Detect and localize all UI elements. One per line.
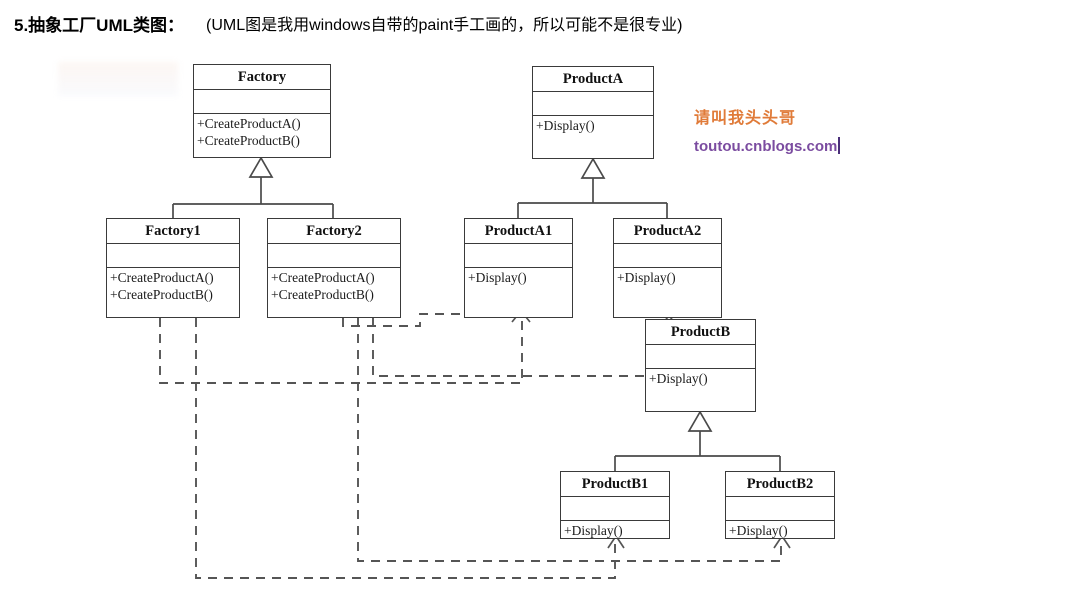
uml-attributes-compartment (533, 92, 653, 116)
uml-operations-compartment: +Display() (726, 521, 834, 540)
scan-artifact (58, 62, 178, 96)
uml-attributes-compartment (646, 345, 755, 369)
uml-class-name: Factory2 (268, 219, 400, 244)
uml-operation: +Display() (617, 270, 676, 285)
generalization-productA (517, 157, 668, 218)
uml-diagram-canvas: Factory +CreateProductA() +CreateProduct… (0, 46, 1088, 607)
uml-operation: +Display() (729, 523, 788, 538)
uml-operation: +CreateProductB() (110, 287, 213, 302)
uml-operation: +Display() (649, 371, 708, 386)
uml-class-name: ProductB2 (726, 472, 834, 497)
uml-operation: +Display() (536, 118, 595, 133)
uml-operation: +CreateProductB() (271, 287, 374, 302)
uml-class-factory2[interactable]: Factory2 +CreateProductA() +CreateProduc… (267, 218, 401, 318)
uml-class-productb2[interactable]: ProductB2 +Display() (725, 471, 835, 539)
page-title: 5.抽象工厂UML类图： (14, 15, 184, 35)
uml-class-name: Factory1 (107, 219, 239, 244)
uml-class-name: ProductB (646, 320, 755, 345)
uml-class-name: ProductA (533, 67, 653, 92)
uml-attributes-compartment (726, 497, 834, 521)
watermark-url: toutou.cnblogs.com (694, 137, 841, 155)
generalization-factory (172, 156, 334, 218)
uml-operation: +Display() (564, 523, 623, 538)
uml-attributes-compartment (614, 244, 721, 268)
uml-operations-compartment: +CreateProductA() +CreateProductB() (107, 268, 239, 304)
watermark-nickname: 请叫我头头哥 (694, 110, 797, 127)
page-header: 5.抽象工厂UML类图： (UML图是我用windows自带的paint手工画的… (0, 0, 1088, 46)
dependency-factory1-productA1 (159, 318, 523, 384)
dependency-factory2-productA1 (342, 313, 519, 327)
uml-operations-compartment: +CreateProductA() +CreateProductB() (194, 114, 330, 150)
uml-attributes-compartment (107, 244, 239, 268)
uml-attributes-compartment (561, 497, 669, 521)
uml-class-producta[interactable]: ProductA +Display() (532, 66, 654, 159)
uml-class-name: ProductB1 (561, 472, 669, 497)
watermark-url-text: toutou.cnblogs.com (694, 138, 838, 155)
uml-attributes-compartment (268, 244, 400, 268)
uml-operation: +CreateProductA() (271, 270, 375, 285)
uml-class-factory1[interactable]: Factory1 +CreateProductA() +CreateProduc… (106, 218, 240, 318)
uml-operations-compartment: +Display() (614, 268, 721, 287)
dependency-factory1-productB1 (195, 318, 616, 579)
uml-operations-compartment: +Display() (533, 116, 653, 135)
uml-attributes-compartment (465, 244, 572, 268)
generalization-productB (614, 410, 781, 471)
uml-class-productb1[interactable]: ProductB1 +Display() (560, 471, 670, 539)
page-subtitle-note: (UML图是我用windows自带的paint手工画的，所以可能不是很专业) (206, 17, 683, 34)
text-caret (838, 137, 841, 154)
uml-class-name: ProductA1 (465, 219, 572, 244)
uml-operations-compartment: +Display() (465, 268, 572, 287)
watermark: 请叫我头头哥 toutou.cnblogs.com (694, 104, 841, 155)
uml-class-factory[interactable]: Factory +CreateProductA() +CreateProduct… (193, 64, 331, 158)
uml-class-producta2[interactable]: ProductA2 +Display() (613, 218, 722, 318)
uml-class-producta1[interactable]: ProductA1 +Display() (464, 218, 573, 318)
uml-attributes-compartment (194, 90, 330, 114)
uml-class-name: Factory (194, 65, 330, 90)
dependency-factory2-productB2 (357, 318, 782, 562)
uml-operation: +CreateProductB() (197, 133, 300, 148)
uml-operation: +CreateProductA() (110, 270, 214, 285)
uml-class-productb[interactable]: ProductB +Display() (645, 319, 756, 412)
uml-operation: +CreateProductA() (197, 116, 301, 131)
uml-class-name: ProductA2 (614, 219, 721, 244)
uml-operations-compartment: +Display() (646, 369, 755, 388)
uml-operations-compartment: +CreateProductA() +CreateProductB() (268, 268, 400, 304)
uml-operations-compartment: +Display() (561, 521, 669, 540)
uml-operation: +Display() (468, 270, 527, 285)
uml-connectors (159, 156, 791, 579)
